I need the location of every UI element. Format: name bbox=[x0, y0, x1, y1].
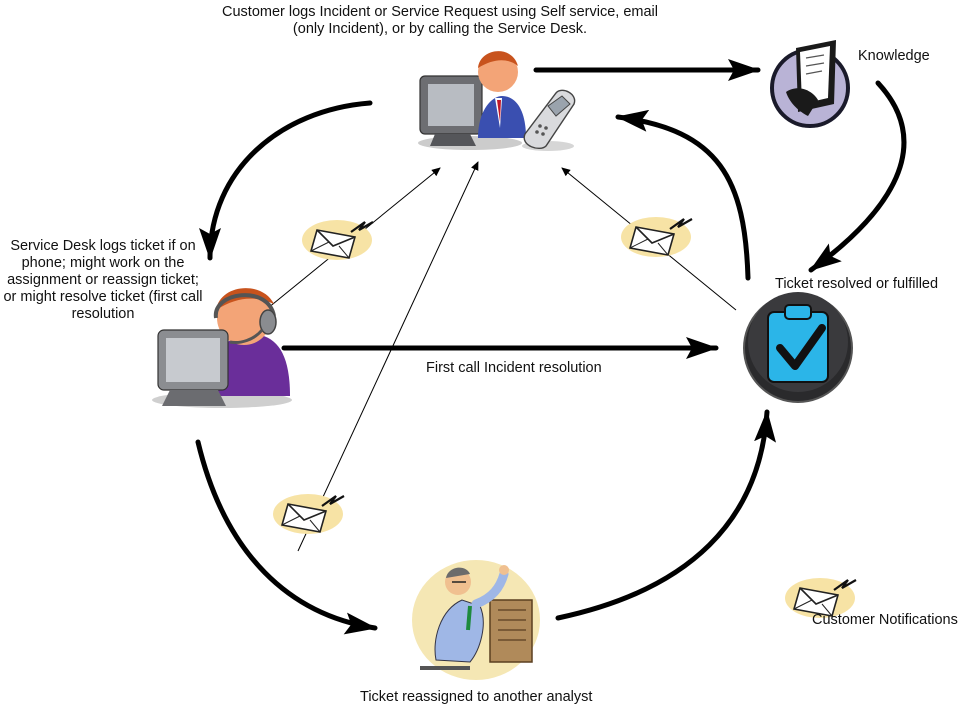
customer-computer-icon bbox=[418, 51, 526, 150]
analyst-icon bbox=[412, 560, 540, 680]
customer-label: Customer logs Incident or Service Reques… bbox=[222, 4, 658, 37]
knowledge-label: Knowledge bbox=[858, 48, 930, 64]
first-call-resolution-label: First call Incident resolution bbox=[426, 360, 602, 376]
ticket-resolved-label: Ticket resolved or fulfilled bbox=[775, 276, 939, 292]
service-desk-agent-icon bbox=[152, 288, 292, 408]
ticket-reassigned-label: Ticket reassigned to another analyst bbox=[360, 689, 593, 705]
email-notification-icon bbox=[300, 218, 375, 262]
email-notification-icon bbox=[619, 215, 694, 259]
notify-from-analyst bbox=[297, 161, 479, 552]
arrow-analyst-to-resolved bbox=[555, 409, 777, 621]
arrow-customer-to-service-desk bbox=[199, 100, 373, 261]
flow-arrows bbox=[195, 59, 907, 635]
arrow-service-desk-to-analyst bbox=[195, 439, 378, 635]
mobile-phone-icon bbox=[522, 89, 576, 151]
arrow-resolved-to-customer bbox=[615, 109, 751, 281]
ticket-resolved-icon bbox=[743, 292, 853, 403]
arrow-knowledge-to-resolved bbox=[808, 80, 907, 273]
email-notification-icon bbox=[271, 492, 346, 536]
service-desk-label: Service Desk logs ticket if on phone; mi… bbox=[3, 238, 203, 322]
knowledge-book-icon bbox=[770, 40, 850, 128]
customer-notifications-label: Customer Notifications bbox=[812, 612, 958, 628]
